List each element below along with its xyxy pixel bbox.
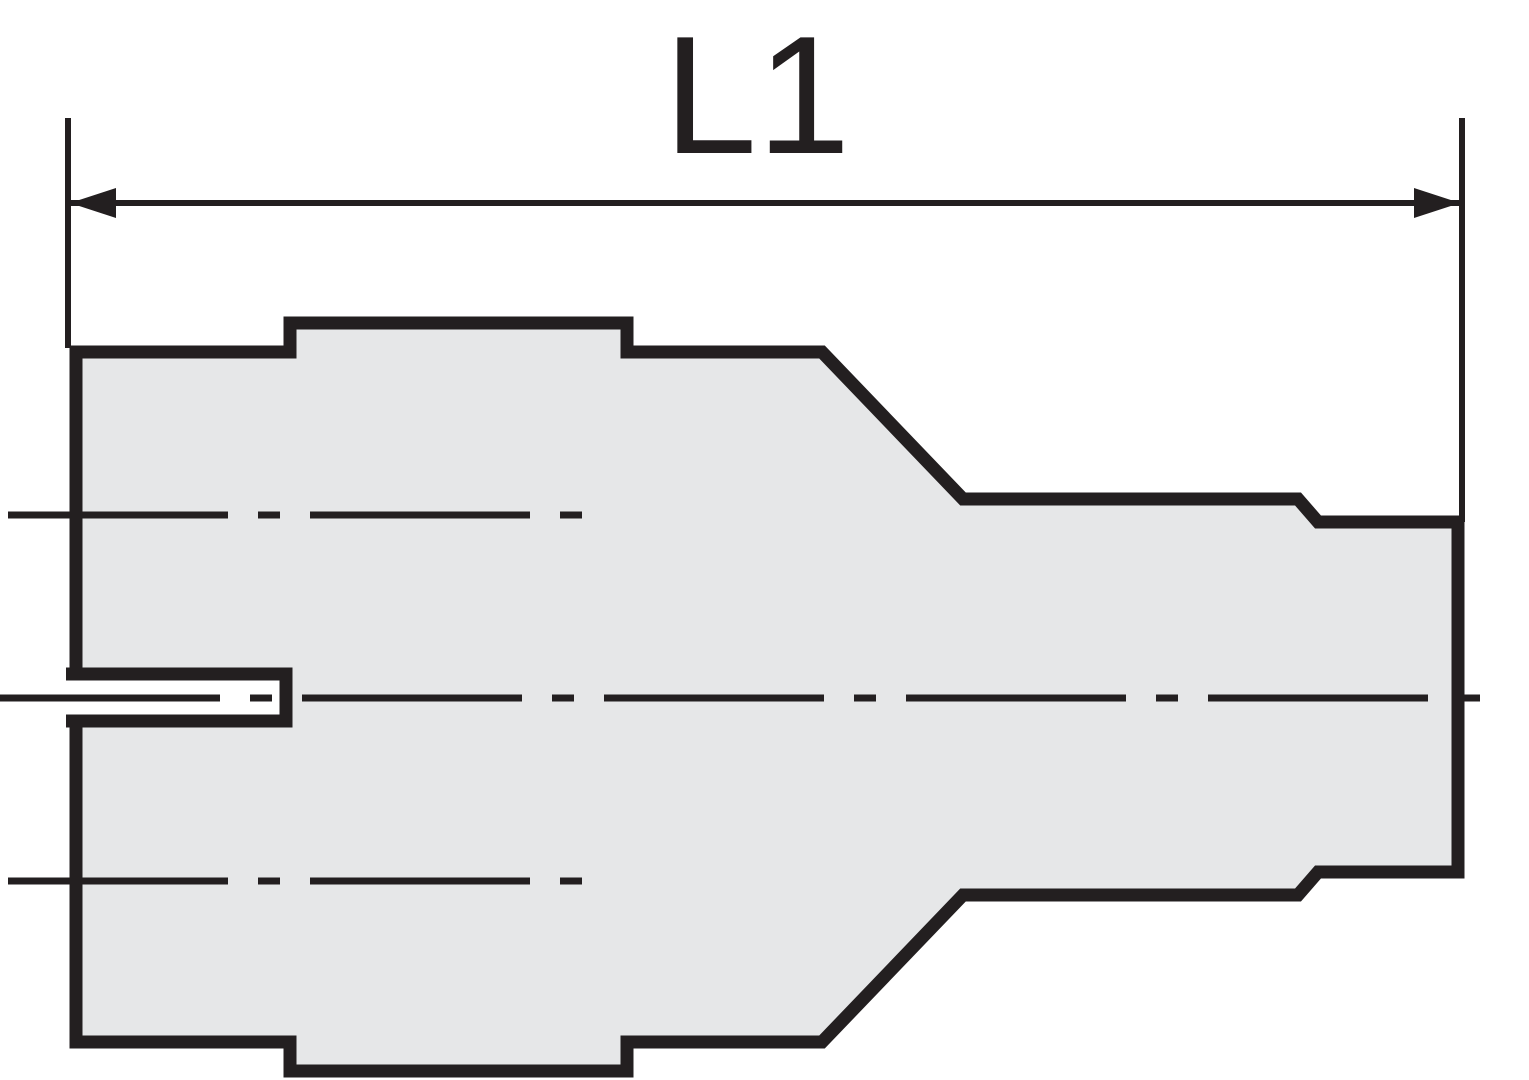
dimension-arrowhead-right-icon [1414,188,1460,218]
dimension-label: L1 [664,1,851,189]
dimension-arrowhead-left-icon [70,188,116,218]
